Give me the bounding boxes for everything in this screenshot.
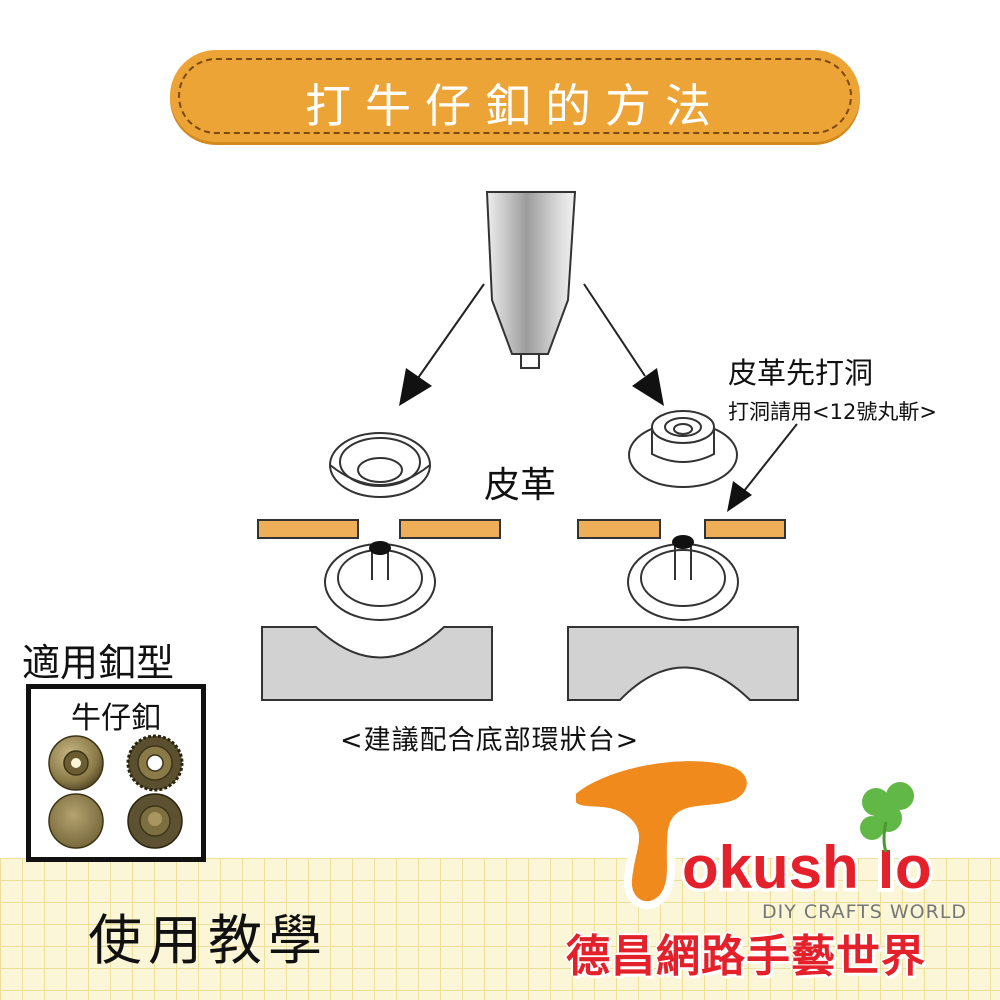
leather-strips: [257, 519, 786, 539]
left-stud-part: [324, 541, 436, 621]
snap-photos: [48, 734, 184, 849]
logo-chinese-name: 德昌網路手藝世界: [566, 931, 926, 982]
clover-icon: [860, 782, 914, 853]
types-heading: 適用釦型: [22, 641, 175, 685]
arrow-hole-pointer: [727, 423, 798, 512]
tutorial-label: 使用教學: [88, 909, 328, 972]
snap-type-name: 牛仔釦: [71, 701, 161, 736]
types-panel: 牛仔釦: [26, 684, 206, 862]
snap-socket: [126, 734, 184, 792]
right-anvil-base: [567, 626, 799, 701]
logo-wordmark: okush o: [568, 753, 935, 910]
svg-text:o: o: [895, 834, 932, 901]
snap-stud: [127, 793, 183, 849]
base-tip-label: <建議配合底部環狀台>: [340, 725, 640, 756]
grid-paper-background: [0, 858, 1000, 1000]
setting-tool: [485, 191, 577, 369]
punch-tool-note: 打洞請用<12號丸斬>: [728, 400, 937, 424]
left-anvil-base: [261, 626, 493, 701]
arrow-right: [583, 283, 664, 406]
right-socket-part: [628, 410, 738, 488]
snap-cap-ring: [48, 735, 104, 791]
snap-cap-flat: [48, 793, 104, 849]
banner-stitching: [178, 58, 852, 134]
page-title: 打牛仔釦的方法: [305, 79, 725, 133]
right-stud-part: [627, 535, 739, 621]
left-cap-part: [329, 432, 431, 498]
logo-subtitle: DIY CRAFTS WORLD: [762, 901, 968, 923]
title-banner: 打牛仔釦的方法: [170, 50, 860, 142]
punch-hole-label: 皮革先打洞: [728, 356, 874, 390]
arrow-left: [399, 283, 485, 406]
svg-text:okush: okush: [682, 834, 859, 901]
leather-label: 皮革: [484, 465, 557, 506]
